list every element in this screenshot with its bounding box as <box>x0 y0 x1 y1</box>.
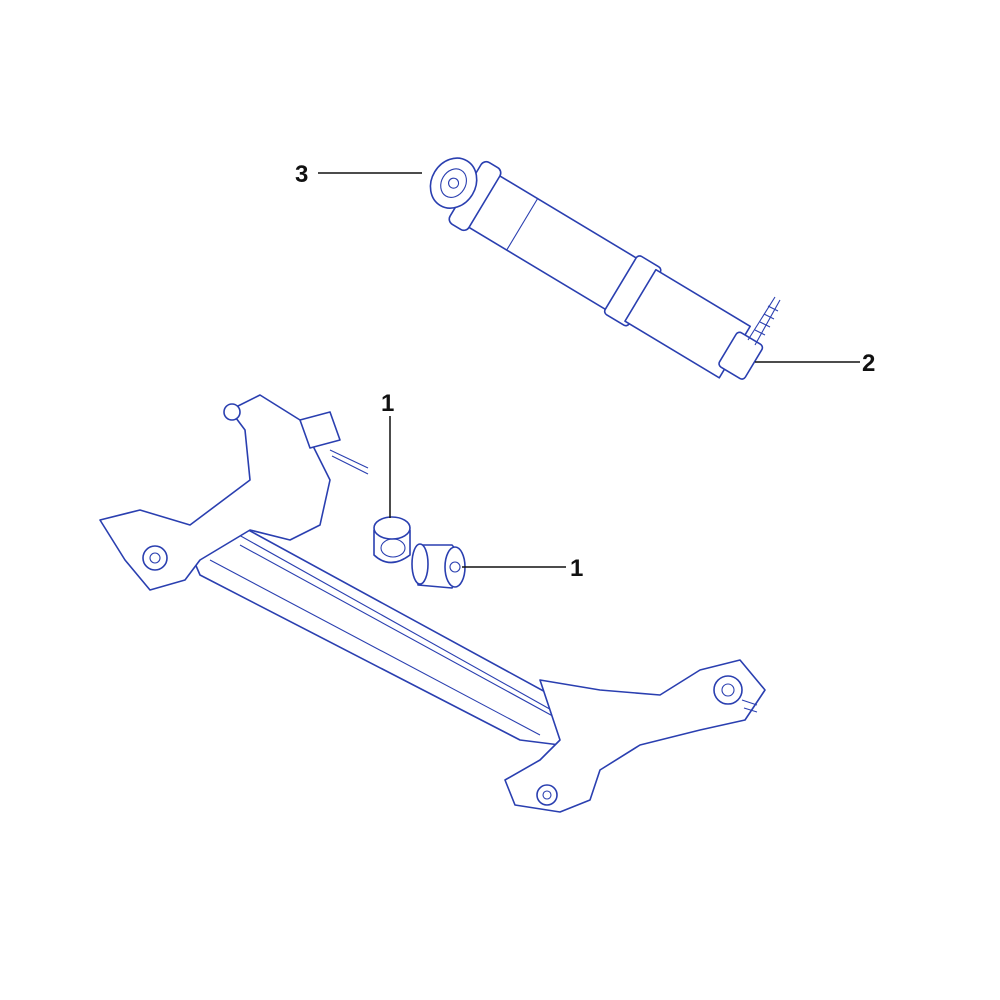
shock-threaded-stud <box>747 296 781 346</box>
callout-2: 2 <box>862 350 875 377</box>
callout-1-right: 1 <box>570 555 583 582</box>
axle-bushing-upper[interactable] <box>373 516 411 564</box>
axle-bushing-right[interactable] <box>411 543 466 589</box>
shock-absorber[interactable] <box>416 141 772 394</box>
callout-1-upper: 1 <box>381 390 394 417</box>
callout-3: 3 <box>295 161 308 188</box>
rear-axle-beam[interactable] <box>99 394 766 813</box>
